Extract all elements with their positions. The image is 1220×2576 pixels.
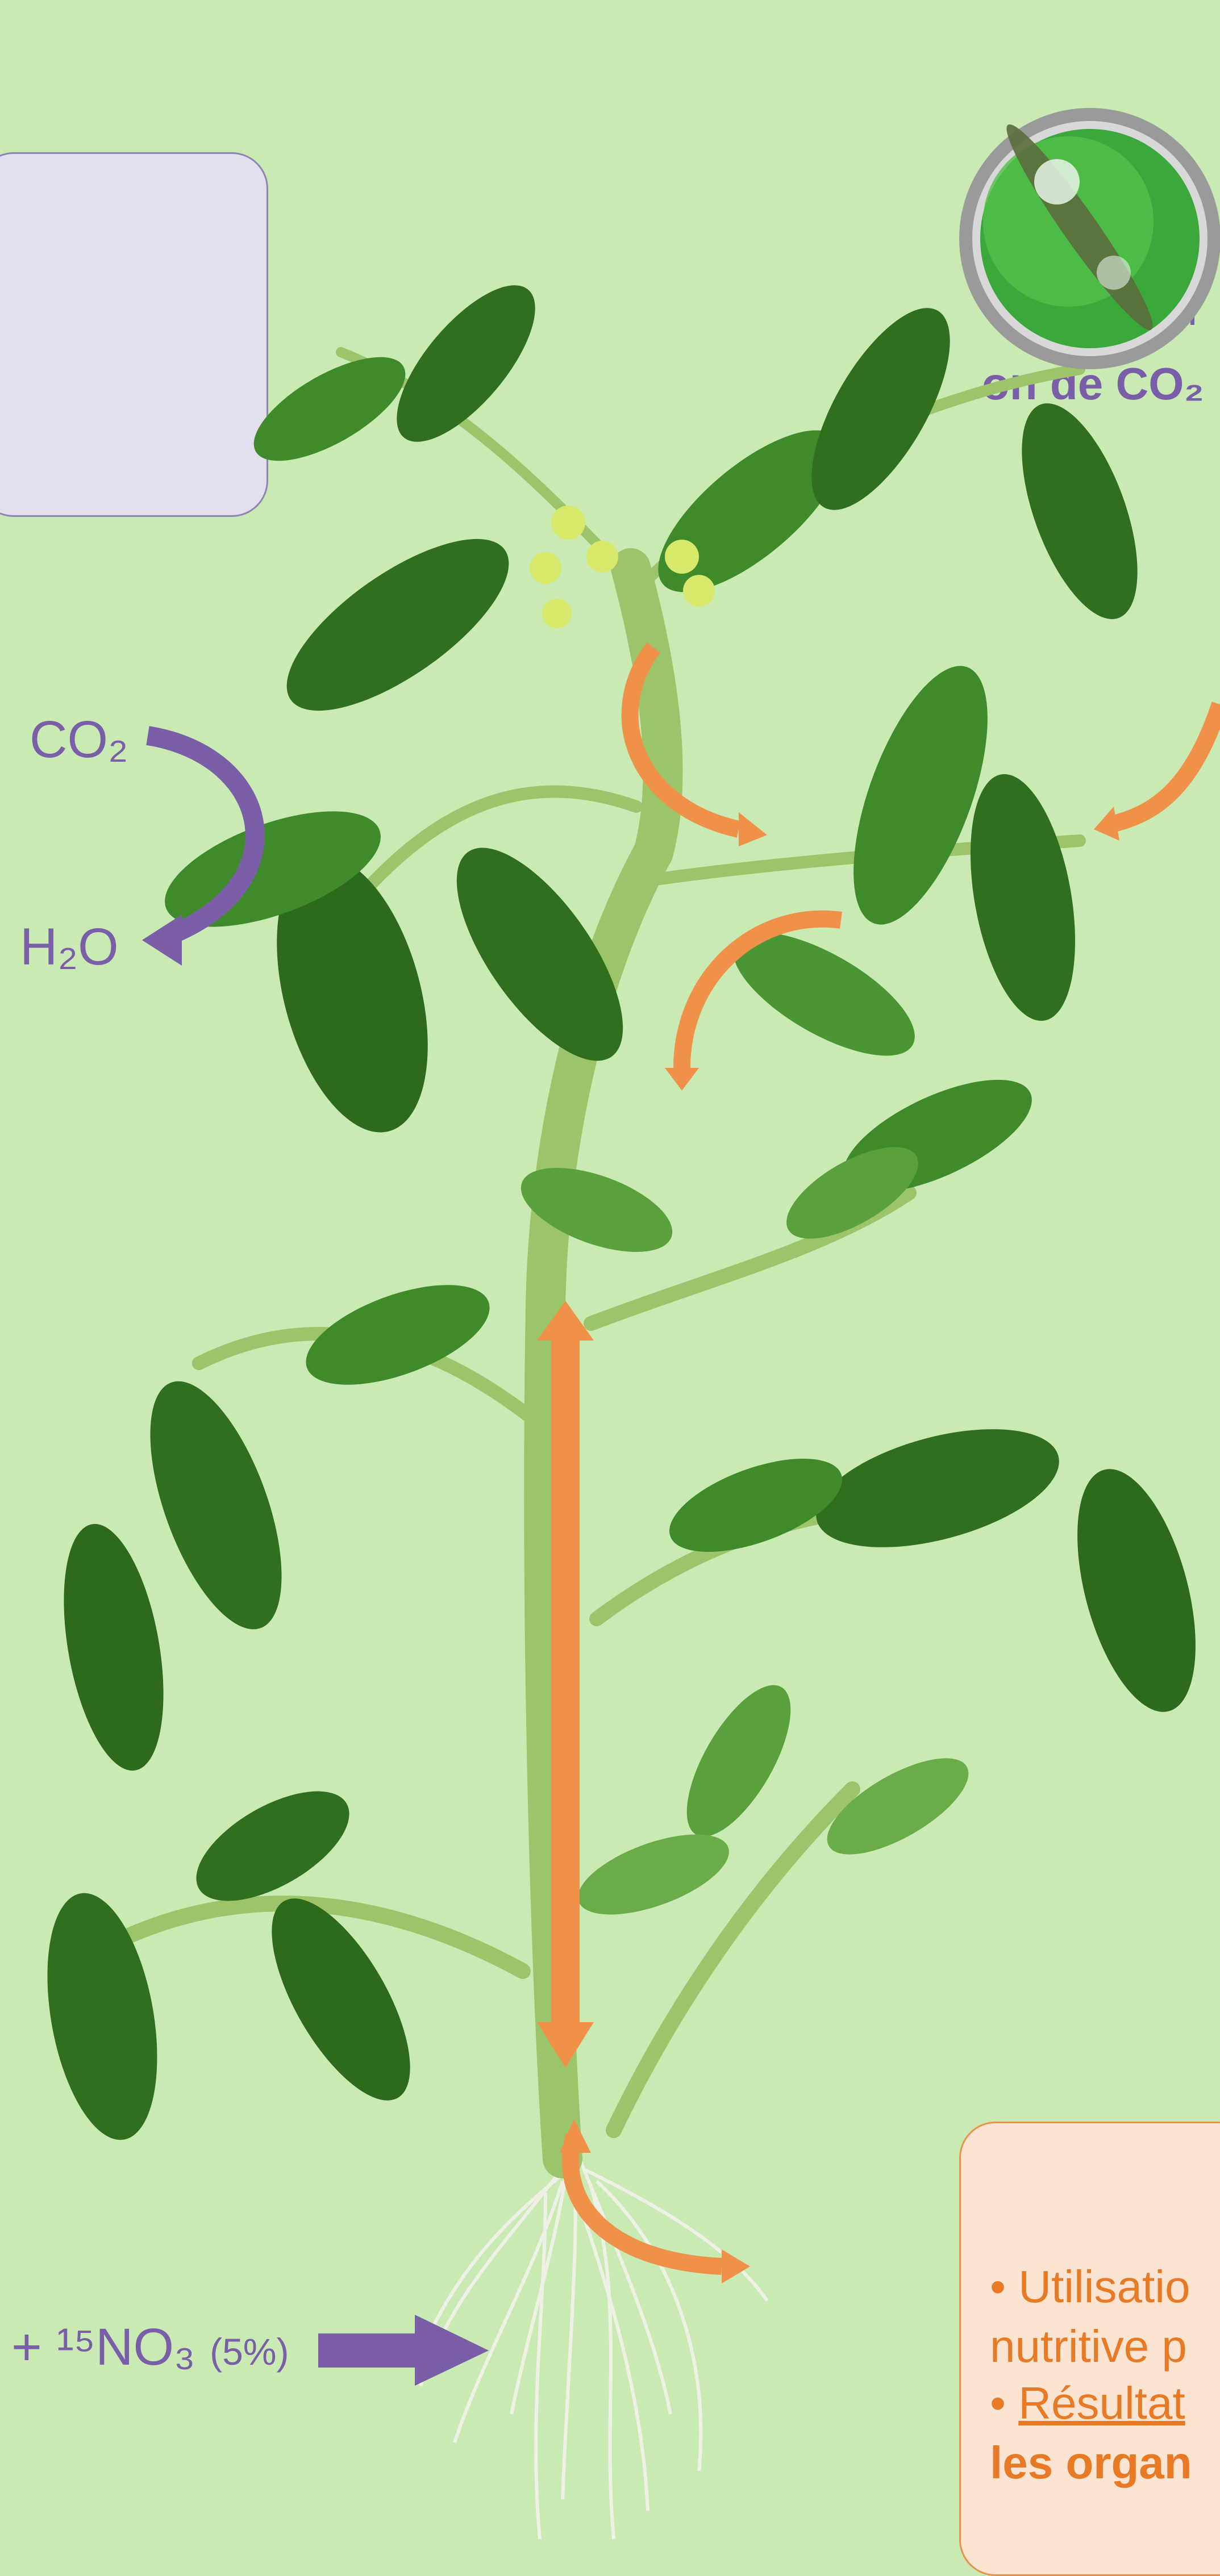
arrow-icon (1114, 704, 1220, 824)
arrow-icon (415, 2315, 489, 2386)
arrow-icon (142, 915, 182, 966)
nitrate-arrow-shaft (318, 2333, 420, 2368)
nitrate-formula: + ¹⁵NO₃ (11, 2318, 195, 2376)
co2-label: CO₂ (30, 710, 128, 770)
nitrate-percent: (5%) (210, 2331, 289, 2373)
leaves (30, 264, 1218, 2149)
magnifier-icon (959, 108, 1220, 369)
nitrate-label: + ¹⁵NO₃ (5%) (11, 2318, 289, 2377)
h2o-label: H₂O (20, 917, 119, 977)
